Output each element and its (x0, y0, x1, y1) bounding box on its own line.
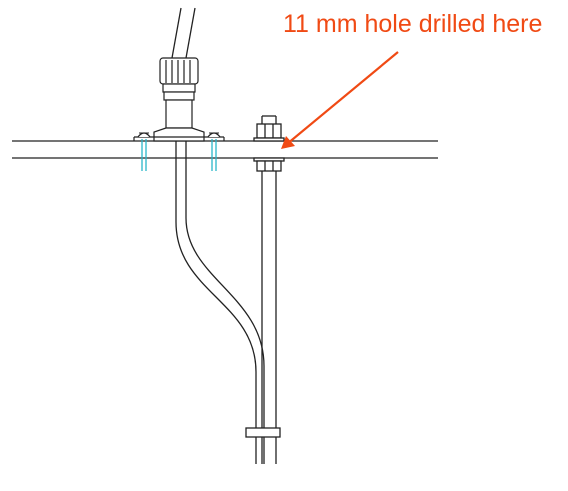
annotation-arrowhead (281, 136, 295, 149)
screw-left (137, 132, 151, 171)
threaded-rod (245, 115, 285, 464)
mounting-plate (12, 140, 438, 159)
annotation-label: 11 mm hole drilled here (283, 10, 542, 38)
annotation: 11 mm hole drilled here (281, 10, 542, 149)
screw-right (207, 132, 221, 171)
annotation-arrow-shaft (286, 51, 399, 145)
cable-bend (175, 141, 265, 464)
cable-gland (133, 57, 225, 142)
cable-top (171, 7, 196, 59)
